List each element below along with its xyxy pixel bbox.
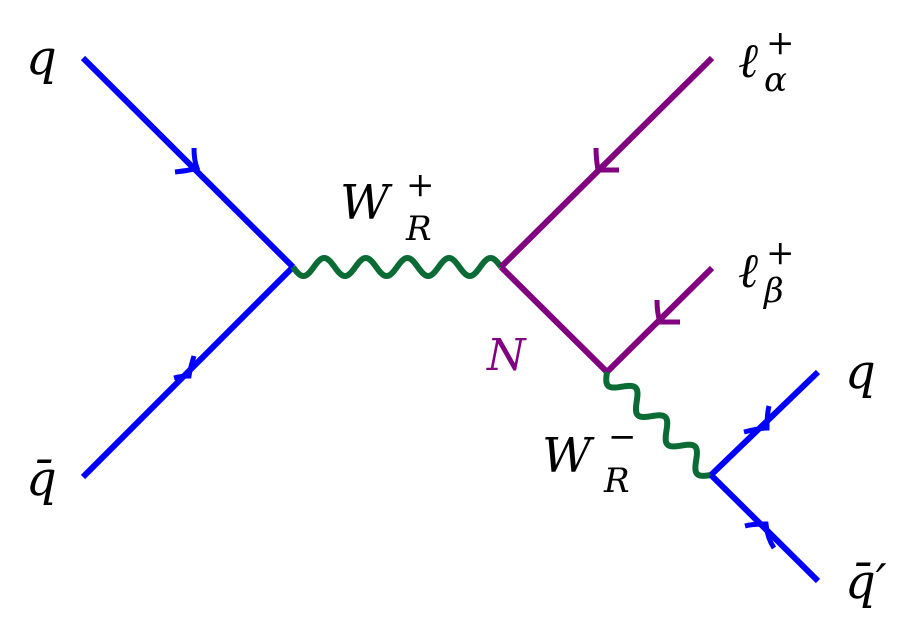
antiquark-arrow-in bbox=[173, 355, 197, 381]
label-lepton-alpha-sup: + bbox=[766, 23, 795, 63]
label-w-plus-main: W bbox=[340, 175, 393, 231]
label-w-minus-sub: R bbox=[603, 461, 630, 501]
label-lepton-alpha-sub: α bbox=[764, 60, 787, 100]
lepton-alpha-arrow bbox=[593, 147, 619, 173]
label-lepton-beta-main: ℓ bbox=[738, 243, 758, 299]
label-lepton-beta-sub: β bbox=[762, 271, 784, 311]
lepton-alpha-line bbox=[498, 55, 715, 270]
label-w-minus-sup: − bbox=[608, 417, 637, 457]
lepton-beta-arrow bbox=[654, 299, 680, 325]
label-N: N bbox=[486, 330, 527, 381]
label-qbar-prime-out: q̄′ bbox=[845, 554, 887, 610]
quark-line-in bbox=[80, 55, 296, 270]
label-qbar-in: q̄ bbox=[26, 451, 57, 507]
quark-arrow-in bbox=[174, 147, 201, 175]
quark-line-out bbox=[708, 369, 821, 478]
label-q-in: q bbox=[26, 30, 57, 86]
label-q-out: q bbox=[845, 344, 876, 400]
label-w-plus-sub: R bbox=[405, 209, 432, 249]
label-w-plus: W + R bbox=[340, 165, 435, 249]
label-w-plus-sup: + bbox=[406, 165, 435, 205]
label-w-minus: W − R bbox=[542, 417, 637, 501]
label-w-minus-main: W bbox=[542, 428, 595, 484]
label-lepton-beta: ℓ + β bbox=[738, 233, 795, 311]
label-lepton-beta-sup: + bbox=[766, 233, 795, 273]
label-lepton-alpha: ℓ + α bbox=[738, 23, 795, 100]
neutrino-N-line bbox=[498, 264, 610, 375]
w-plus-propagator bbox=[290, 254, 504, 280]
label-lepton-alpha-main: ℓ bbox=[738, 33, 758, 89]
quark-arrow-out bbox=[743, 405, 772, 435]
antiquark-prime-arrow-out bbox=[744, 521, 777, 550]
w-minus-propagator bbox=[603, 371, 712, 479]
